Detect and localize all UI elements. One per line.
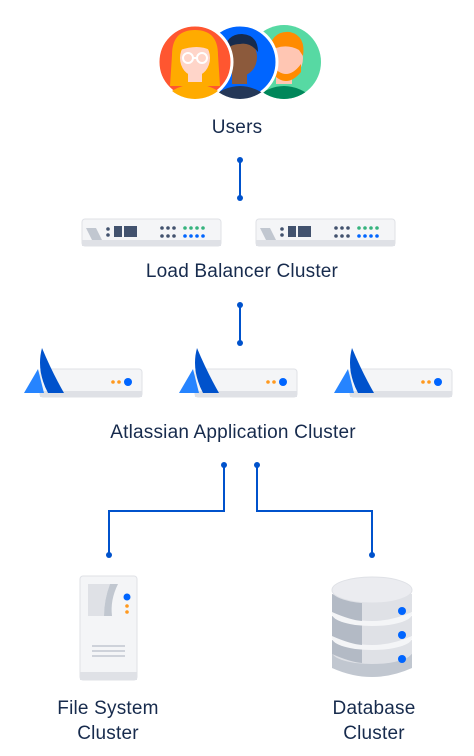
user-avatars-icon	[156, 23, 321, 101]
app-node-2	[179, 348, 298, 398]
connector-lb-app	[237, 302, 243, 346]
app-node-3	[334, 348, 453, 398]
file-server-icon	[79, 575, 138, 681]
database-cluster-label-line2: Cluster	[343, 723, 405, 744]
load-balancer-cluster-label: Load Balancer Cluster	[145, 261, 339, 282]
load-balancer-server-icon	[81, 218, 222, 247]
connector-users-lb	[237, 157, 243, 201]
database-cluster-label-line1: Database	[332, 698, 416, 719]
application-cluster-label: Atlassian Application Cluster	[110, 422, 356, 443]
connector-app-filesystem	[106, 462, 227, 558]
file-system-cluster-label-line2: Cluster	[77, 723, 139, 744]
database-icon	[331, 576, 413, 677]
connector-app-database	[254, 462, 375, 558]
atlassian-logo-icon	[179, 348, 219, 393]
atlassian-logo-icon	[24, 348, 64, 393]
user-avatar-1	[156, 23, 234, 101]
atlassian-logo-icon	[334, 348, 374, 393]
file-system-cluster-label-line1: File System	[57, 698, 159, 719]
users-label: Users	[211, 117, 263, 138]
app-node-1	[24, 348, 143, 398]
load-balancer-server-icon	[255, 218, 396, 247]
